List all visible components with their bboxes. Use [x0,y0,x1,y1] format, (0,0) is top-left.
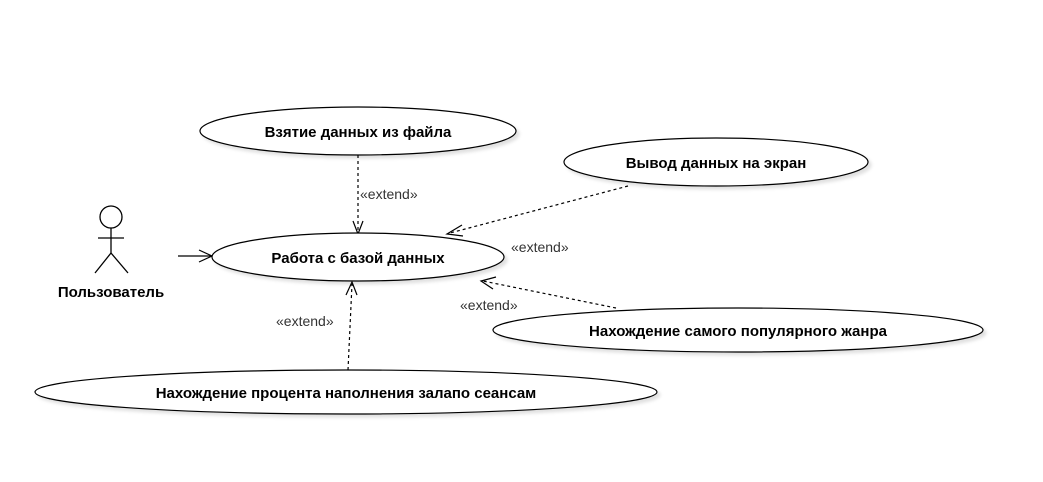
actor-label: Пользователь [58,284,164,301]
association-actor-database[interactable] [178,249,214,263]
use-case-popular-genre[interactable]: Нахождение самого популярного жанра [492,307,984,353]
use-case-label-screen-output: Вывод данных на экран [626,155,807,172]
extend-hall-percent[interactable] [345,280,358,371]
extend-label-hall-percent: «extend» [276,313,334,329]
extend-label-file-input: «extend» [360,186,418,202]
use-case-screen-output[interactable]: Вывод данных на экран [563,137,869,187]
actor-figure-icon [94,205,129,274]
extend-screen-output[interactable] [445,185,629,237]
use-case-label-popular-genre: Нахождение самого популярного жанра [589,323,888,340]
extend-label-screen-output: «extend» [511,239,569,255]
actor-user[interactable]: Пользователь [58,205,164,301]
extend-popular-genre[interactable] [479,276,617,309]
extend-label-popular-genre: «extend» [460,297,518,313]
use-case-label-database: Работа с базой данных [271,250,445,267]
use-case-hall-percent[interactable]: Нахождение процента наполнения залапо се… [34,369,658,415]
use-case-database[interactable]: Работа с базой данных [211,232,505,282]
use-case-label-hall-percent: Нахождение процента наполнения залапо се… [156,385,537,402]
use-case-file-input[interactable]: Взятие данных из файла [199,106,517,156]
use-case-label-file-input: Взятие данных из файла [265,124,452,141]
